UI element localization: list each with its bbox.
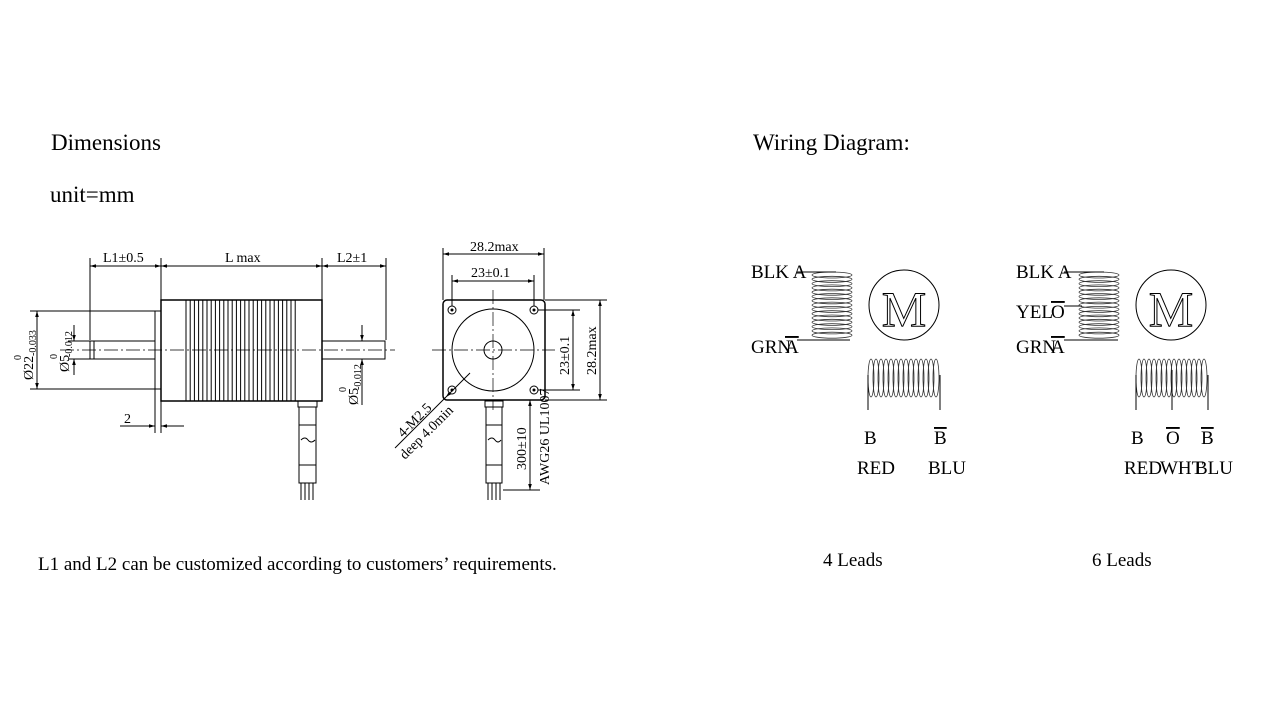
lead-yel-color: YEL (1016, 302, 1053, 323)
svg-text:Ø5: Ø5 (347, 388, 362, 405)
coil-b (867, 358, 940, 398)
lead-blu: BLU (1195, 458, 1233, 479)
wiring-title: Wiring Diagram: (753, 130, 910, 155)
svg-text:0: 0 (13, 355, 24, 360)
lead-o2-bar: O (1166, 428, 1180, 449)
svg-text:-0.033: -0.033 (28, 330, 39, 356)
lead-a-bar: A (1051, 337, 1065, 358)
cable (484, 400, 504, 500)
unit-label: unit=mm (50, 182, 135, 207)
height-dimension: 28.2max (585, 326, 600, 375)
dimensions-title: Dimensions (51, 130, 161, 155)
lead-wht: WHT (1160, 458, 1204, 479)
front-shaft-diameter-dimension: Ø5 0 -0.012 (49, 331, 75, 372)
l-max-dimension: L max (225, 251, 261, 266)
l2-dimension: L2±1 (337, 251, 367, 266)
lead-b-bar: B (934, 428, 947, 449)
cooling-fins (185, 300, 296, 401)
lead-red: RED (857, 458, 895, 479)
caption-6-leads: 6 Leads (1092, 550, 1152, 571)
svg-text:Ø22: Ø22 (22, 356, 37, 380)
customization-note: L1 and L2 can be customized according to… (38, 554, 557, 575)
motor-body (160, 299, 323, 402)
pilot-diameter-dimension: Ø22 0 -0.033 (13, 330, 39, 380)
svg-text:-0.012: -0.012 (353, 364, 364, 390)
lead-b: B (864, 428, 877, 449)
lead-b-bar: B (1201, 428, 1214, 449)
caption-4-leads: 4 Leads (823, 550, 883, 571)
svg-text:M: M (1149, 281, 1193, 337)
lead-red: RED (1124, 458, 1162, 479)
svg-text:0: 0 (338, 387, 349, 392)
svg-text:Ø5: Ø5 (58, 355, 73, 372)
lead-blk-a: BLK A (751, 262, 807, 283)
hole-spacing-vertical-dimension: 23±0.1 (558, 336, 573, 375)
side-view: L1±0.5 L max L2±1 Ø22 0 -0.033 Ø5 0 -0.0… (13, 251, 395, 500)
coil-b (1135, 358, 1208, 398)
svg-text:M: M (882, 281, 926, 337)
svg-text:-0.012: -0.012 (64, 331, 75, 357)
coil-a (1078, 271, 1120, 339)
cable (297, 400, 318, 500)
l1-dimension: L1±0.5 (103, 251, 144, 266)
motor-symbol (1135, 269, 1207, 341)
lead-a-bar: A (785, 337, 799, 358)
front-view: 28.2max 23±0.1 23±0.1 28.2max 4-M2.5 dee… (394, 240, 607, 500)
coil-a (811, 271, 853, 339)
pilot-length-dimension: 2 (124, 412, 131, 427)
hole-spacing-dimension: 23±0.1 (471, 266, 510, 281)
cable-length-dimension: 300±10 (515, 427, 530, 470)
lead-grn-color: GRN (1016, 337, 1056, 358)
wiring-6-leads: M BLK A YEL O GRN A B O B RED WHT BLU 6 … (1016, 262, 1233, 571)
lead-blu: BLU (928, 458, 966, 479)
wiring-4-leads: M BLK A GRN A B B RED BLU 4 Leads (751, 262, 966, 571)
lead-blk-a: BLK A (1016, 262, 1072, 283)
rear-shaft-diameter-dimension: Ø5 0 -0.012 (338, 364, 364, 405)
width-dimension: 28.2max (470, 240, 519, 255)
cable-spec: AWG26 UL1007 (538, 389, 553, 485)
svg-text:0: 0 (49, 354, 60, 359)
lead-b: B (1131, 428, 1144, 449)
lead-o-bar: O (1051, 302, 1065, 323)
lead-grn-color: GRN (751, 337, 791, 358)
motor-symbol (868, 269, 940, 341)
